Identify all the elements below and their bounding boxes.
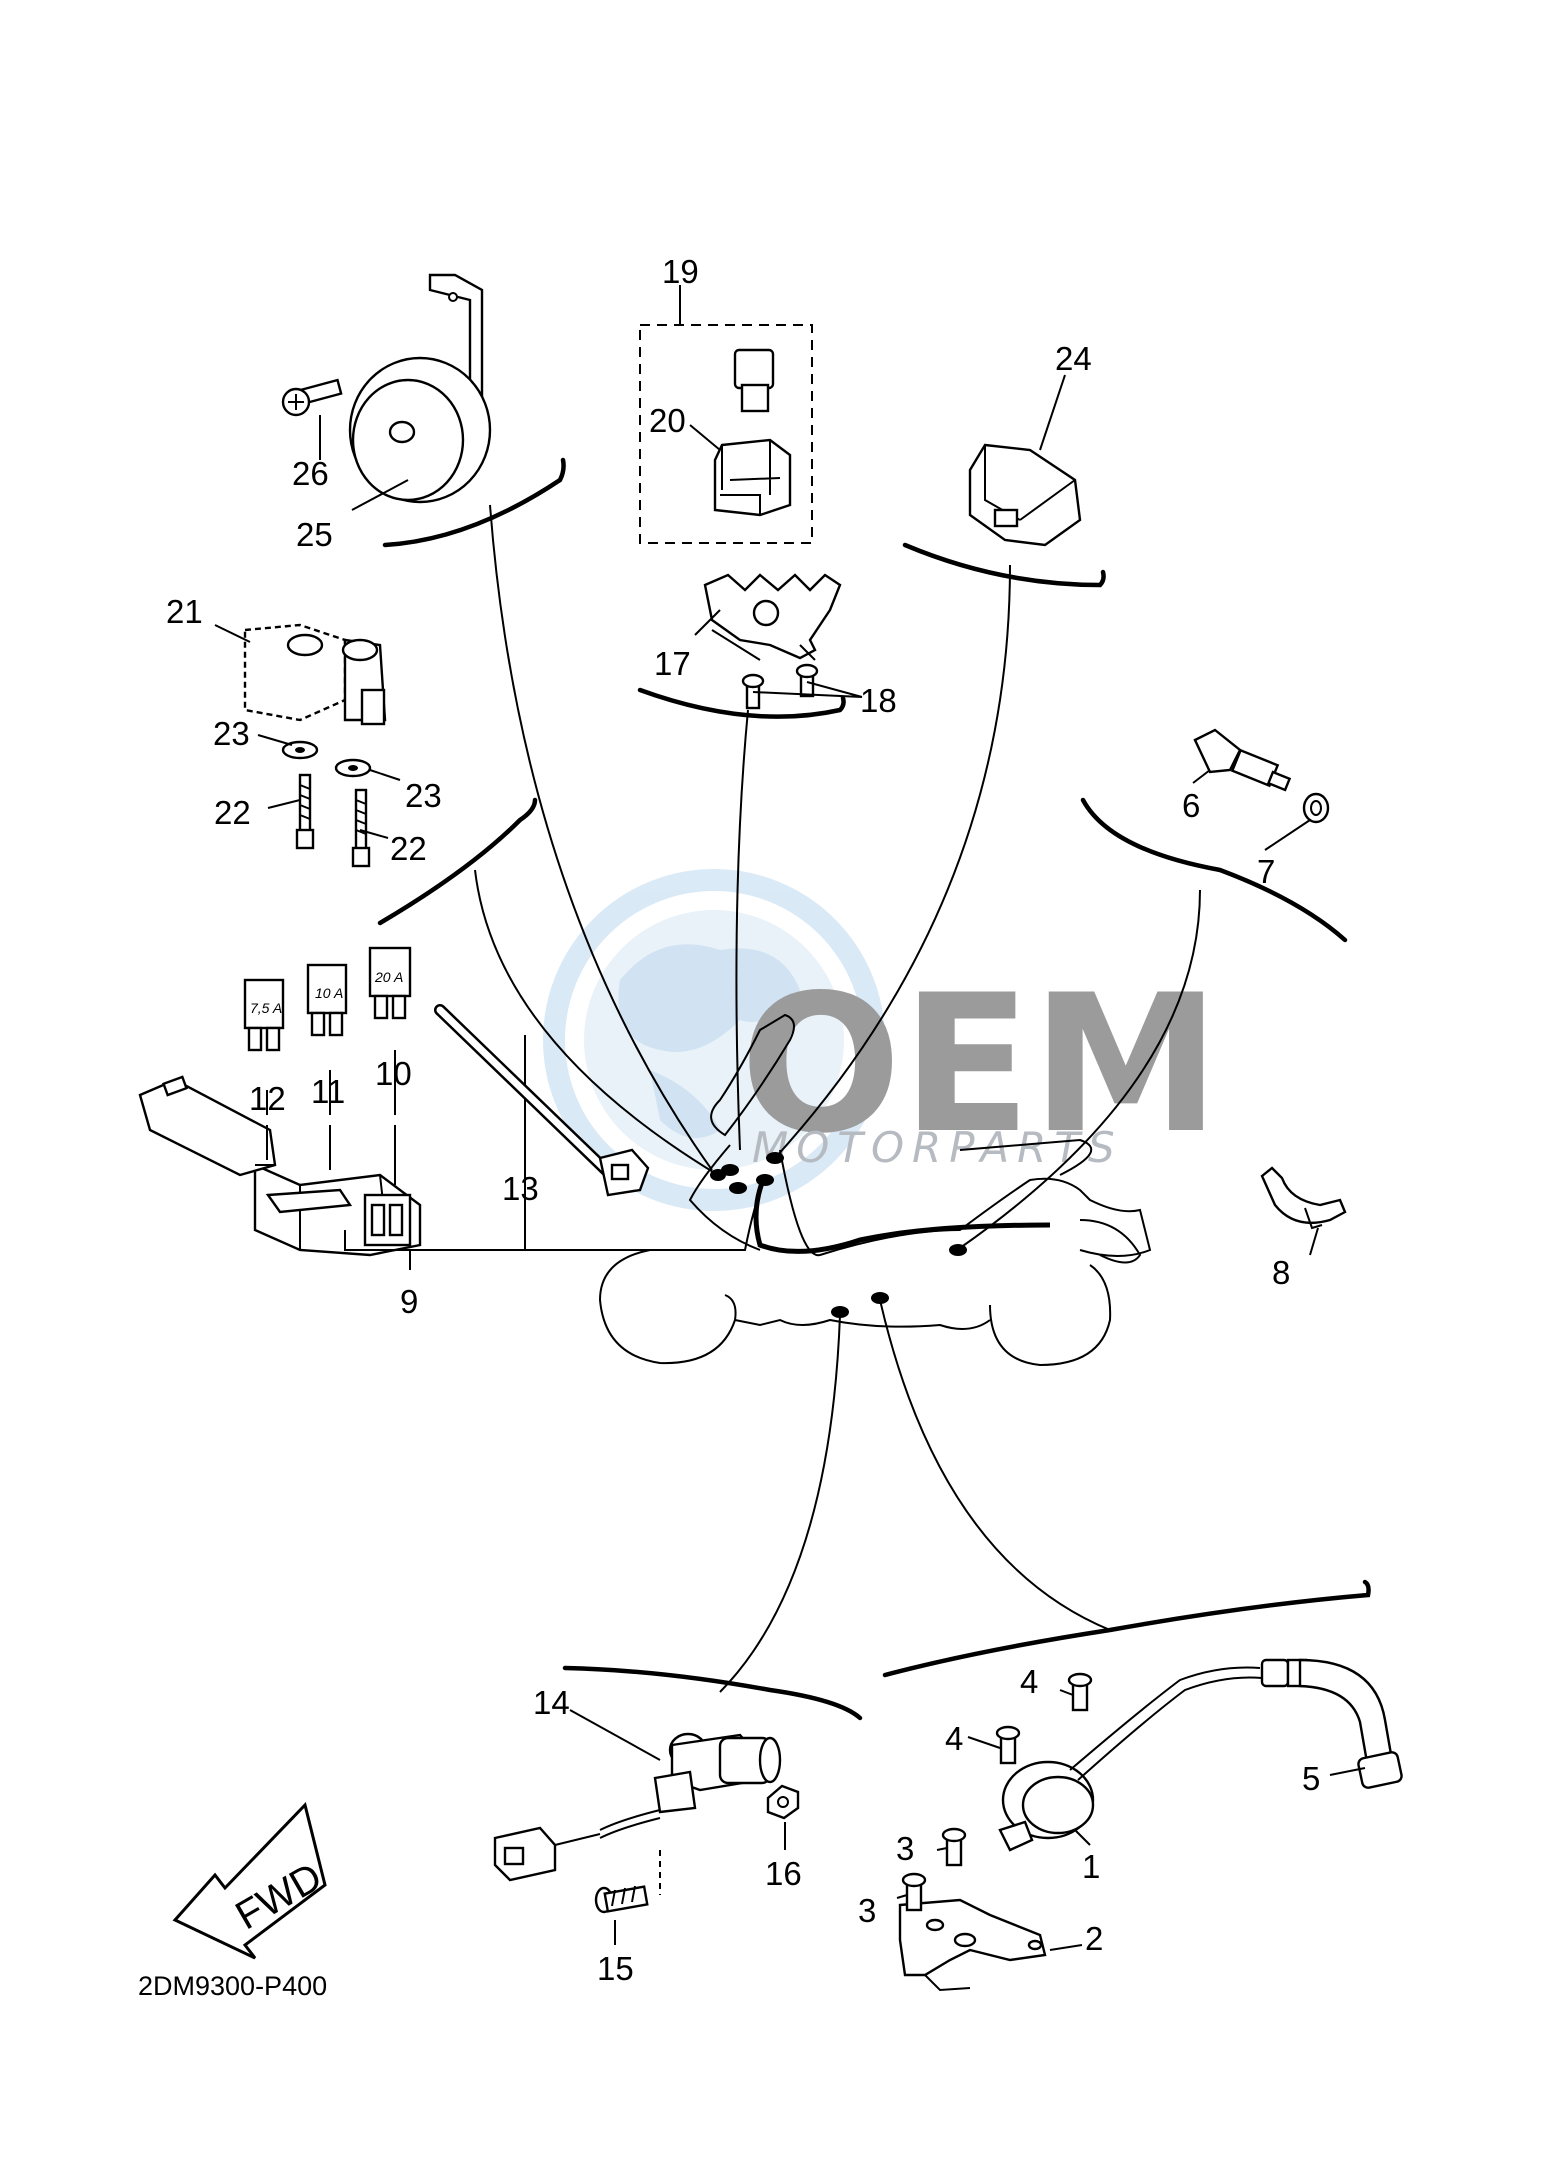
fuse-10a: 10 A xyxy=(306,963,348,1037)
relay-holder xyxy=(713,438,792,517)
ecu-unit xyxy=(243,623,387,726)
callout-4a: 4 xyxy=(1020,1663,1038,1700)
callout-20: 20 xyxy=(649,402,686,439)
fuse-rating-1: 7,5 A xyxy=(250,1000,282,1016)
callout-23a: 23 xyxy=(213,715,250,752)
scooter-outline xyxy=(598,1013,1152,1367)
callout-11: 11 xyxy=(311,1073,345,1110)
callout-23b: 23 xyxy=(405,777,442,814)
relay-bracket-screws xyxy=(741,663,819,710)
callout-22b: 22 xyxy=(390,830,427,867)
callout-21: 21 xyxy=(166,593,203,630)
nut-16 xyxy=(766,1784,800,1820)
coil-bracket xyxy=(898,1898,1047,1992)
watermark-brand: OEM xyxy=(740,954,1220,1175)
coil-bolts-4 xyxy=(995,1672,1093,1765)
callout-leaders xyxy=(214,285,1366,1951)
horn xyxy=(348,273,492,504)
harness-clamp xyxy=(1260,1166,1347,1230)
diode-lead xyxy=(434,1004,650,1197)
sensor-washer xyxy=(1302,792,1330,824)
leader-lines xyxy=(474,504,1201,1693)
callout-6: 6 xyxy=(1182,787,1200,824)
callout-12: 12 xyxy=(249,1080,286,1117)
callout-26: 26 xyxy=(292,455,329,492)
callout-25: 25 xyxy=(296,516,333,553)
callout-9: 9 xyxy=(400,1283,418,1320)
spark-plug-cap xyxy=(1260,1658,1403,1789)
diagram-code: 2DM9300-P400 xyxy=(138,1971,327,2001)
watermark: OEM MOTORPARTS xyxy=(543,869,1220,1211)
callout-3a: 3 xyxy=(896,1830,914,1867)
callout-18: 18 xyxy=(860,682,897,719)
callout-16: 16 xyxy=(765,1855,802,1892)
callout-7: 7 xyxy=(1257,853,1275,890)
fuse-7-5a: 7,5 A xyxy=(243,978,285,1052)
callout-22a: 22 xyxy=(214,794,251,831)
horn-bolt xyxy=(281,378,343,417)
callout-14: 14 xyxy=(533,1684,570,1721)
watermark-sub: MOTORPARTS xyxy=(752,1123,1123,1172)
callouts: 1 2 3 3 4 4 5 6 7 8 9 10 11 12 13 14 15 … xyxy=(166,253,1320,1987)
callout-24: 24 xyxy=(1055,340,1092,377)
fwd-arrow-icon: FWD xyxy=(172,1802,329,1960)
callout-1: 1 xyxy=(1082,1848,1100,1885)
temp-sensor xyxy=(1193,728,1292,792)
group-brackets xyxy=(377,457,1371,1721)
callout-4b: 4 xyxy=(945,1720,963,1757)
coil-bolts-3 xyxy=(901,1827,967,1912)
fuse-box xyxy=(138,1075,422,1257)
starter-relay xyxy=(493,1732,782,1882)
callout-15: 15 xyxy=(597,1950,634,1987)
callout-5: 5 xyxy=(1302,1760,1320,1797)
ignition-coil xyxy=(998,1666,1263,1852)
bolt-15 xyxy=(594,1850,661,1914)
relay-bracket xyxy=(703,573,842,661)
callout-10: 10 xyxy=(375,1055,412,1092)
fuse-rating-3: 20 A xyxy=(374,969,403,985)
callout-3b: 3 xyxy=(858,1892,876,1929)
callout-19: 19 xyxy=(662,253,699,290)
callout-2: 2 xyxy=(1085,1920,1103,1957)
washers xyxy=(281,740,372,778)
connector-24 xyxy=(968,443,1082,547)
callout-17: 17 xyxy=(654,645,691,682)
fuse-20a: 20 A xyxy=(368,946,412,1020)
callout-13: 13 xyxy=(502,1170,539,1207)
relay-upper xyxy=(733,348,775,413)
ecu-bolts xyxy=(295,773,371,868)
relay-kit-frame xyxy=(639,324,813,544)
callout-8: 8 xyxy=(1272,1254,1290,1291)
fuse-rating-2: 10 A xyxy=(315,985,343,1001)
